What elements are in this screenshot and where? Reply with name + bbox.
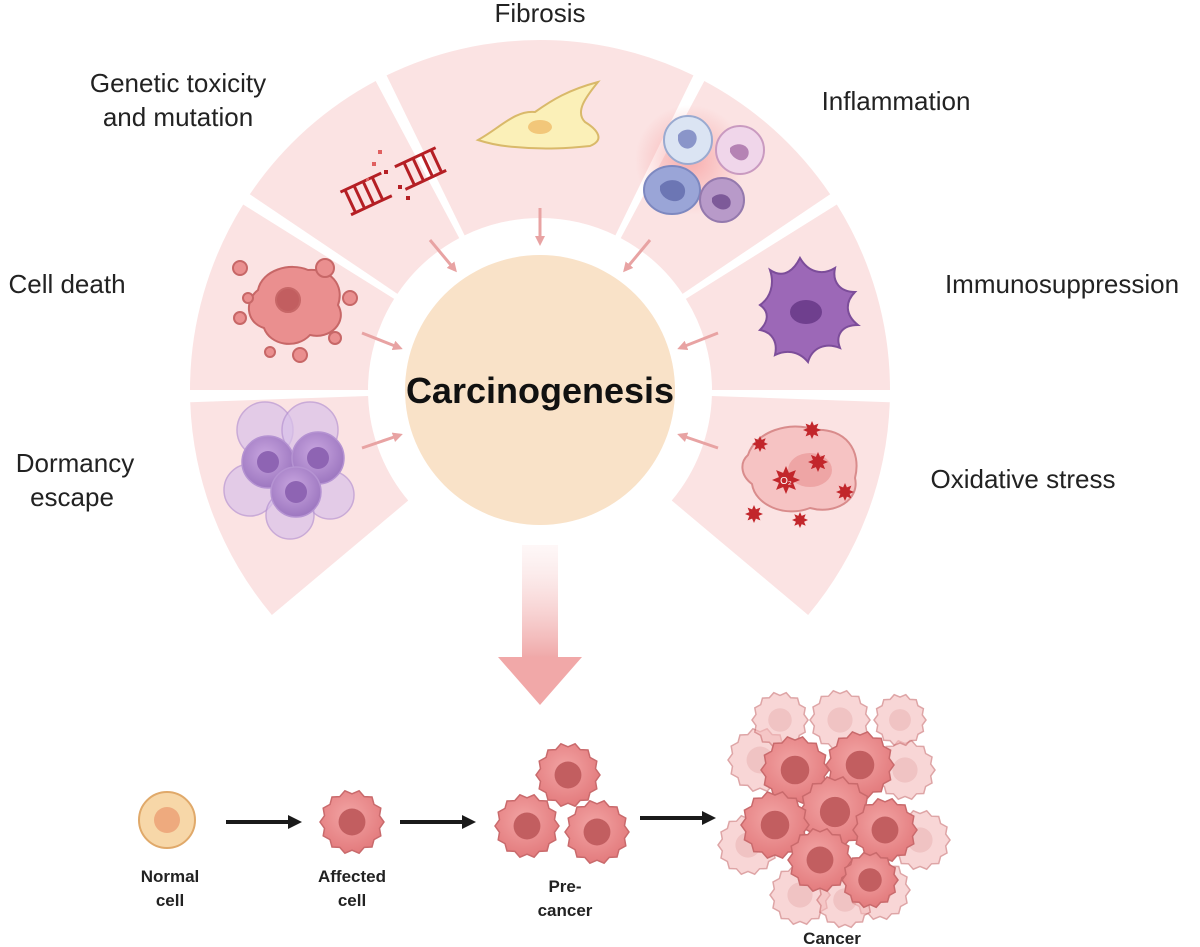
center-title: Carcinogenesis	[406, 370, 674, 411]
precancer-cell-left	[494, 793, 560, 859]
ros-star-4	[836, 483, 854, 501]
label-dormancy-line1: Dormancy	[16, 448, 134, 478]
ros-star-2	[752, 436, 768, 452]
normal-cell-icon	[138, 791, 196, 849]
dormant-cell-cluster-icon	[223, 401, 355, 540]
label-oxidative: Oxidative stress	[931, 464, 1116, 494]
dendritic-cell-icon	[757, 255, 861, 365]
cancer-core-cell-6	[841, 851, 899, 909]
ros-star-6	[792, 512, 808, 528]
ros-star-1	[808, 452, 828, 472]
label-affected-line2: cell	[338, 891, 366, 910]
oxidative-stress-icon: O₂	[741, 421, 858, 528]
influence-arrows	[361, 208, 719, 450]
cancer-core-cell-4	[852, 797, 918, 863]
ros-star-3	[803, 421, 821, 439]
ros-oxygen-label: O₂	[780, 476, 792, 487]
inflammatory-cells-icon	[635, 105, 765, 223]
precancer-cell-right	[564, 799, 630, 865]
label-affected-line1: Affected	[318, 867, 386, 886]
affected-cell-icon	[319, 789, 385, 855]
arrow-genetic	[428, 239, 457, 273]
cancer-mass-icon	[717, 689, 951, 929]
label-immunosuppression: Immunosuppression	[945, 269, 1179, 299]
arrow-immuno	[677, 331, 719, 351]
dying-cell-icon	[232, 258, 358, 363]
label-normal-line1: Normal	[141, 867, 200, 886]
factor-labels: Fibrosis Genetic toxicity and mutation I…	[8, 0, 1179, 512]
carcinogenesis-center	[405, 255, 675, 525]
label-genetic-line1: Genetic toxicity	[90, 68, 266, 98]
label-precancer-line1: Pre-	[548, 877, 581, 896]
progression-arrow	[498, 545, 582, 705]
stage-labels: Normal cell Affected cell Pre- cancer Ca…	[141, 867, 861, 947]
arrow-oxidative	[677, 432, 719, 450]
broken-dna-icon	[339, 146, 447, 217]
label-dormancy-line2: escape	[30, 482, 114, 512]
label-inflammation: Inflammation	[822, 86, 971, 116]
cancer-core-cell-3	[740, 790, 810, 860]
label-cancer: Cancer	[803, 929, 861, 947]
label-precancer-line2: cancer	[538, 901, 593, 920]
arrow-cell-death	[361, 331, 403, 351]
affected-cell-body	[319, 789, 385, 855]
arrow-dormancy	[361, 432, 403, 450]
label-normal-line2: cell	[156, 891, 184, 910]
precancer-cells-icon	[494, 742, 630, 865]
cancer-outer-cell-9	[873, 693, 927, 747]
ros-star-0: O₂	[772, 466, 800, 494]
arrow-inflammation	[623, 239, 652, 273]
ros-star-5	[745, 505, 763, 523]
precancer-cell-top	[535, 742, 601, 808]
label-cell-death: Cell death	[8, 269, 125, 299]
stage-arrows	[226, 811, 716, 829]
cancer-outer-cell-8	[751, 691, 809, 749]
cancer-core-cell-5	[787, 827, 853, 893]
label-genetic-line2: and mutation	[103, 102, 253, 132]
fibroblast-icon	[475, 80, 601, 150]
label-fibrosis: Fibrosis	[494, 0, 585, 28]
